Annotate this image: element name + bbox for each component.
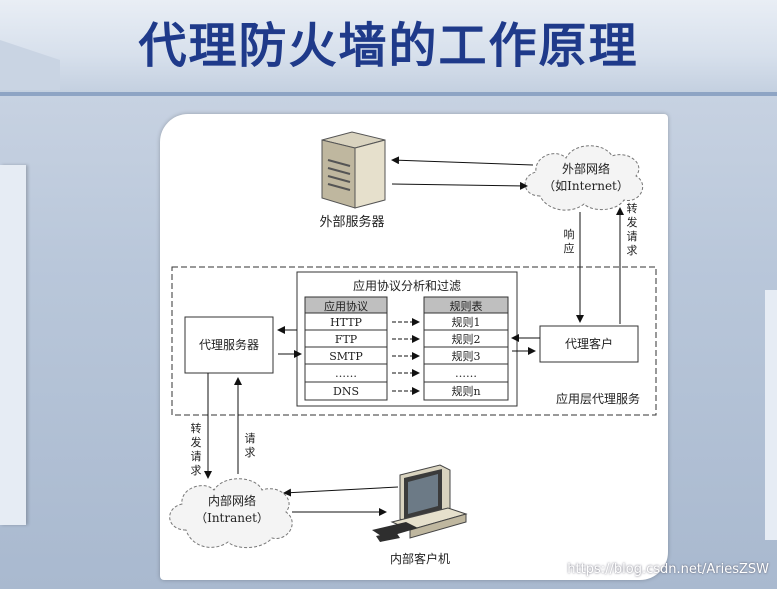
rules-table [423, 296, 509, 401]
external-server-label: 外部服务器 [319, 214, 384, 230]
forward-top-4: 求 [627, 244, 638, 257]
protocol-dns: DNS [333, 385, 359, 398]
arrow-server-to-net [391, 181, 528, 190]
banner-divider [0, 92, 777, 96]
right-decoration-panel [765, 290, 777, 540]
protocol-table [304, 296, 388, 401]
app-layer-proxy-region [171, 266, 657, 416]
proxy-server-box [184, 316, 274, 374]
proxy-client-box [539, 325, 639, 363]
protocol-rows [305, 329, 387, 383]
rules-table-header [423, 296, 509, 314]
rule-n: 规则n [451, 384, 480, 398]
forward-left-2: 发 [191, 435, 202, 449]
rule-3: 规则3 [452, 349, 481, 363]
rule-2: 规则2 [452, 332, 481, 346]
response-label-2: 应 [564, 241, 575, 255]
rule-ellipsis: …… [455, 367, 477, 380]
external-network-label: 外部网络 [562, 161, 610, 176]
protocol-header-label: 应用协议 [324, 299, 368, 313]
protocol-smtp: SMTP [329, 350, 363, 363]
internal-network-label: 内部网络 [208, 493, 256, 508]
app-layer-service-label: 应用层代理服务 [556, 391, 640, 406]
rules-header-label: 规则表 [450, 299, 483, 313]
response-label-1: 响 [564, 228, 575, 241]
title-banner: 代理防火墙的工作原理 [0, 0, 777, 92]
server-icon [321, 131, 386, 209]
forward-left-1: 转 [191, 421, 202, 435]
rules-rows [424, 329, 508, 383]
request-label-1: 请 [245, 432, 256, 445]
internal-network-cloud [169, 478, 293, 548]
protocol-http: HTTP [330, 316, 362, 329]
left-decoration-panel [0, 165, 26, 525]
internal-client-label: 内部客户机 [390, 551, 450, 566]
external-network-cloud [524, 145, 644, 211]
internal-network-sublabel: （Intranet） [195, 511, 269, 525]
protocol-table-header [304, 296, 388, 314]
page-title: 代理防火墙的工作原理 [138, 18, 639, 74]
protocol-rule-arrows [392, 318, 420, 395]
forward-left-4: 求 [191, 464, 202, 477]
proxy-server-label: 代理服务器 [199, 337, 259, 352]
protocol-ftp: FTP [335, 333, 358, 346]
analysis-box-title: 应用协议分析和过滤 [353, 278, 461, 293]
forward-top-1: 转 [627, 201, 638, 215]
arrow-client-to-net [283, 486, 399, 497]
forward-left-3: 请 [191, 450, 202, 463]
watermark: https://blog.csdn.net/AriesZSW [567, 562, 769, 577]
proxy-client-label: 代理客户 [565, 336, 613, 351]
forward-top-3: 请 [627, 230, 638, 243]
protocol-ellipsis: …… [335, 367, 357, 380]
computer-icon [372, 464, 468, 542]
forward-top-2: 发 [627, 215, 638, 229]
rule-1: 规则1 [452, 315, 481, 329]
request-label-2: 求 [245, 446, 256, 459]
arrow-net-to-server [391, 156, 534, 166]
external-network-sublabel: （如Internet） [543, 178, 629, 193]
